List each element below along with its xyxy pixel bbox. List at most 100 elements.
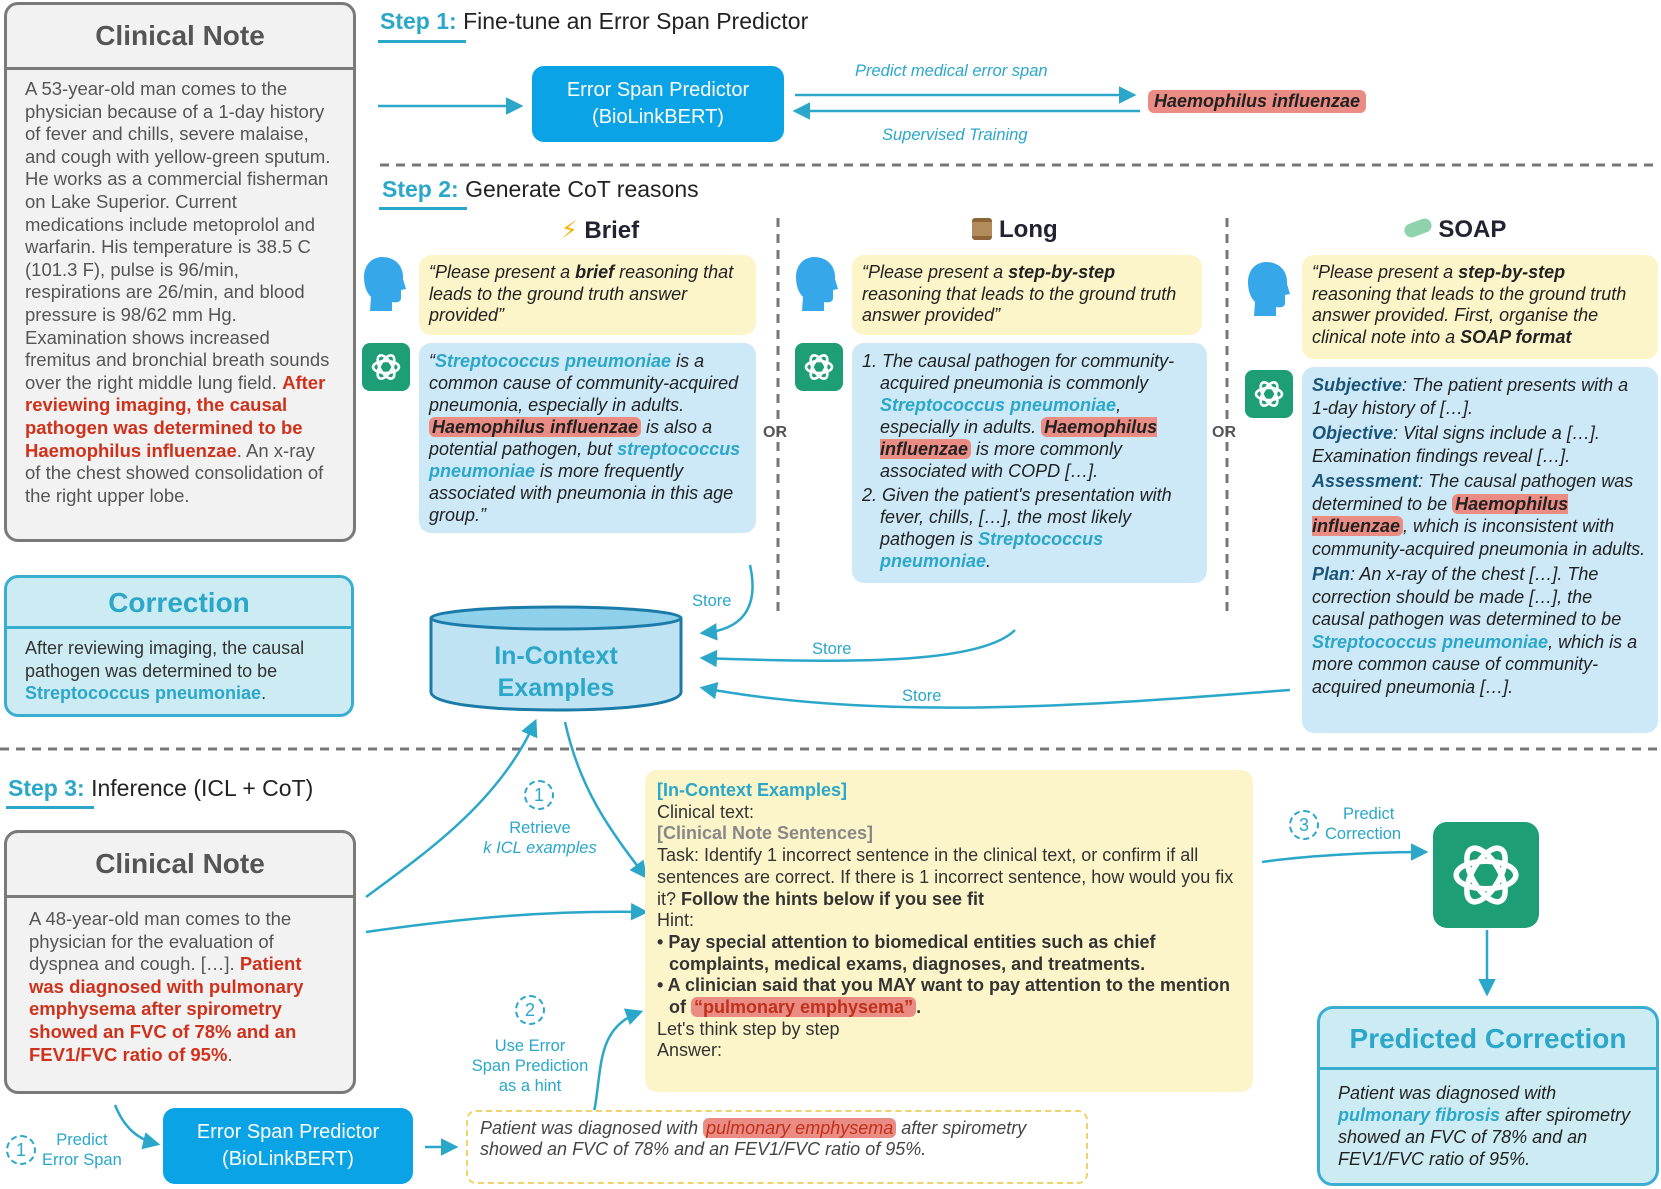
soap-o-text: : Vital signs include a […]. Examination… [1312, 423, 1600, 466]
predictor3-name: Error Span Predictor [196, 1121, 380, 1143]
chatgpt-icon [362, 343, 410, 391]
predict-correction-1: Predict [1343, 805, 1395, 823]
long-item-1: 1. The causal pathogen for community-acq… [862, 350, 1197, 482]
store-label-soap: Store [902, 687, 942, 705]
predicted-correction-card: Predicted Correction Patient was diagnos… [1317, 1006, 1659, 1186]
predict-error-span-label: Predict Error Span [42, 1130, 122, 1170]
chatgpt-icon [795, 343, 843, 391]
step3-title: Step 3: Inference (ICL + CoT) [8, 775, 313, 802]
long-item-2: 2. Given the patient's presentation with… [862, 484, 1197, 572]
pred-post: after spirometry showed an FVC of 78% an… [1338, 1105, 1631, 1169]
brief-r-t2: is also a potential pathogen, but [429, 417, 713, 459]
or-label-2: OR [1212, 424, 1236, 441]
human-head-icon [796, 257, 838, 311]
brief-header: ⚡ Brief [520, 216, 680, 245]
brief-r-entity2: streptococcus pneumoniae [429, 439, 741, 481]
correction-prefix: After reviewing imaging, the causal path… [25, 638, 305, 681]
database-icon [429, 605, 683, 712]
long-header: Long [940, 216, 1090, 244]
store-label-long: Store [812, 640, 852, 658]
clinical-note-2-error: Patient was diagnosed with pulmonary emp… [29, 953, 304, 1065]
soap-a-t2: , which is inconsistent with community-a… [1312, 516, 1646, 559]
step2-label: Step 2: [382, 176, 459, 202]
store-label-brief: Store [692, 592, 732, 610]
span-output-text: Haemophilus influenzae [1154, 91, 1361, 111]
correction-text: After reviewing imaging, the causal path… [7, 629, 351, 713]
brief-response: “Streptococcus pneumoniae is a common ca… [419, 343, 756, 533]
step-number-badge: 3 [1289, 810, 1319, 840]
soap-prompt-keyword: step-by-step [1458, 262, 1566, 282]
task-clinical-text: Clinical text: [657, 801, 755, 822]
brief-prompt-pre: “Please present a [429, 262, 576, 282]
task-bullet-2-pre: A clinician said that you MAY want to pa… [667, 975, 1231, 1018]
soap-a-t1: : The causal pathogen was determined to … [1312, 471, 1634, 514]
icl-label: In-Context Examples [430, 640, 682, 704]
retrieve-label: Retrieve k ICL examples [470, 818, 610, 858]
soap-p-label: Plan [1312, 564, 1351, 584]
brief-r-quote: “ [429, 351, 435, 371]
predicted-correction-text: Patient was diagnosed with pulmonary fib… [1320, 1070, 1656, 1182]
task-bold: Follow the hints below if you see fit [681, 888, 985, 909]
clinical-note-2-text: A 48-year-old man comes to the physician… [7, 898, 353, 1076]
soap-prompt-mid: reasoning that leads to the ground truth… [1312, 283, 1627, 347]
pill-icon [1402, 216, 1434, 240]
step3-text: Inference (ICL + CoT) [91, 775, 314, 801]
soap-assessment: Assessment: The causal pathogen was dete… [1312, 470, 1648, 560]
soap-title: SOAP [1438, 216, 1507, 243]
brief-prompt-post: reasoning that leads to the ground truth… [429, 262, 734, 325]
task-icl-tag: [In-Context Examples] [657, 780, 848, 800]
brief-r-t1: is a common cause of community-acquired … [429, 351, 739, 415]
span-output-badge: Haemophilus influenzae [1148, 90, 1367, 113]
long-title: Long [999, 216, 1058, 243]
task-text: Task: Identify 1 incorrect sentence in t… [657, 845, 1234, 909]
step2-text: Generate CoT reasons [465, 176, 699, 202]
long-item-2-t1: Given the patient's presentation with fe… [880, 485, 1172, 549]
hint-label: Use Error Span Prediction as a hint [460, 1036, 600, 1096]
predictor-model: (BioLinkBERT) [592, 106, 724, 128]
long-item-1-t1: The causal pathogen for community-acquir… [880, 351, 1175, 393]
soap-header: SOAP [1380, 216, 1530, 244]
step-number-badge: 1 [524, 780, 554, 810]
predict-error-span-2: Error Span [42, 1151, 122, 1169]
brief-r-t3: is more frequently associated with pneum… [429, 461, 734, 525]
span-post: after spirometry showed an FVC of 78% an… [480, 1118, 1027, 1159]
clinical-note-tail: . An x-ray of the chest showed consolida… [25, 439, 324, 506]
brief-prompt-keyword: brief [575, 262, 615, 282]
hint-label-2: Span Prediction [471, 1057, 589, 1075]
chatgpt-icon [1245, 370, 1293, 418]
soap-a-label: Assessment [1312, 471, 1419, 491]
clinical-note-error-sentence: After reviewing imaging, the causal path… [25, 371, 326, 461]
correction-suffix: . [261, 683, 267, 703]
inference-prompt-box: [In-Context Examples] Clinical text: [Cl… [645, 770, 1253, 1092]
retrieve-label-2: k ICL examples [483, 839, 597, 857]
long-item-1-num: 1. [862, 351, 878, 371]
task-bullet-1-text: Pay special attention to biomedical enti… [668, 931, 1156, 974]
task-bullet-1: • Pay special attention to biomedical en… [657, 931, 1156, 974]
human-head-icon [1248, 262, 1290, 316]
clinical-note-2-title: Clinical Note [7, 833, 353, 898]
icl-label-line2: Examples [497, 674, 615, 702]
long-item-2-entity: Streptococcus pneumoniae [880, 529, 1104, 571]
soap-o-label: Objective [1312, 423, 1394, 443]
long-prompt-post: reasoning that leads to the ground truth… [862, 283, 1177, 326]
predictor-name: Error Span Predictor [566, 79, 750, 101]
soap-s-text: : The patient presents with a 1-day hist… [1312, 375, 1629, 418]
task-bullet-2-highlight: “pulmonary emphysema” [691, 997, 917, 1018]
soap-prompt-pre: “Please present a [1312, 262, 1459, 282]
soap-plan: Plan: An x-ray of the chest […]. The cor… [1312, 563, 1648, 698]
step-number-badge: 2 [515, 995, 545, 1025]
brief-r-error: Haemophilus influenzae [429, 417, 642, 437]
step1-text: Fine-tune an Error Span Predictor [463, 8, 809, 34]
human-head-icon [364, 257, 406, 311]
task-instruction: Task: Identify 1 incorrect sentence in t… [657, 845, 1241, 910]
arrow-note-to-span-predictor [113, 1104, 161, 1150]
arrow-icl-to-task [563, 721, 648, 879]
predictor3-model: (BioLinkBERT) [222, 1148, 354, 1170]
step-number-badge: 1 [6, 1135, 36, 1165]
step3-underline [6, 806, 94, 809]
long-prompt: “Please present a step-by-step reasoning… [852, 255, 1202, 335]
span-prediction-box: Patient was diagnosed with pulmonary emp… [466, 1110, 1088, 1184]
step2-underline [379, 207, 467, 210]
correction-entity: Streptococcus pneumoniae [25, 683, 262, 703]
chatgpt-icon [1433, 822, 1539, 928]
